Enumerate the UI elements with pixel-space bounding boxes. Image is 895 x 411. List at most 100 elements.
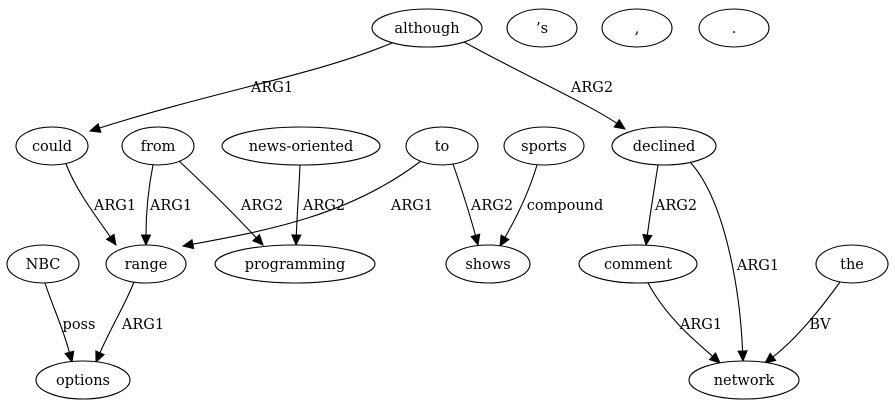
node-ellipse: [506, 8, 578, 48]
edge-range-to-options: ARG1: [95, 281, 164, 364]
node-label: although: [394, 21, 459, 37]
edge-although-to-could: ARG1: [88, 42, 393, 133]
node-ellipse: [15, 126, 89, 166]
node-options: options: [35, 360, 131, 400]
node-label: network: [714, 373, 775, 389]
arrowhead-icon: [291, 234, 302, 247]
node-programming: programming: [214, 244, 376, 284]
node-ellipse: [35, 360, 131, 400]
edge-line: [646, 164, 659, 236]
node-label: news-oriented: [249, 139, 354, 155]
edge-declined-to-network: ARG1: [689, 161, 779, 363]
node-label: from: [141, 139, 176, 155]
arrowhead-icon: [470, 233, 481, 247]
arrowhead-icon: [64, 350, 75, 364]
edge-line: [44, 282, 70, 353]
edge-label: ARG2: [654, 198, 697, 214]
node-range: range: [105, 244, 187, 284]
edge-from-to-range: ARG1: [140, 164, 192, 247]
edge-label: BV: [809, 317, 831, 333]
edge-NBC-to-options: poss: [44, 282, 96, 364]
node-label: declined: [633, 139, 695, 155]
edge-although-to-declined: ARG2: [463, 41, 627, 130]
edge-line: [295, 164, 301, 236]
edge-label: ARG1: [679, 317, 722, 333]
edge-label: ARG2: [570, 80, 613, 96]
edge-label: ARG1: [149, 198, 192, 214]
edge-label: ARG1: [121, 317, 164, 333]
node-although: although: [371, 8, 483, 48]
arrowhead-icon: [181, 238, 195, 250]
node-label: could: [32, 139, 72, 155]
edge-label: ARG1: [736, 258, 779, 274]
node-comment: comment: [578, 244, 698, 284]
edge-line: [504, 164, 538, 238]
node-network: network: [688, 360, 800, 400]
edge-line: [689, 161, 744, 352]
edge-line: [772, 281, 841, 358]
arrowhead-icon: [95, 350, 106, 364]
arrowhead-icon: [88, 122, 102, 133]
node-news_oriented: news-oriented: [221, 126, 381, 166]
node-comma: ,: [601, 8, 673, 48]
edge-line: [99, 281, 135, 354]
node-ellipse: [121, 126, 195, 166]
node-period: .: [698, 8, 770, 48]
node-label: range: [125, 257, 168, 273]
edge-label: ARG2: [240, 198, 283, 214]
edge-line: [463, 41, 618, 124]
arrowhead-icon: [708, 352, 721, 364]
edge-comment-to-network: ARG1: [647, 282, 722, 364]
arrowhead-icon: [499, 234, 510, 248]
edge-line: [99, 42, 393, 129]
edge-could-to-range: ARG1: [65, 163, 136, 246]
edge-line: [192, 160, 422, 245]
node-label: ,: [635, 21, 640, 37]
edge-label: ARG1: [250, 80, 293, 96]
node-ellipse: [578, 244, 698, 284]
node-declined: declined: [611, 126, 717, 166]
arrowhead-icon: [105, 233, 117, 246]
arrowhead-icon: [613, 118, 627, 130]
edge-label: ARG2: [302, 198, 345, 214]
node-s: ’s: [506, 8, 578, 48]
edge-label: poss: [63, 317, 96, 333]
node-ellipse: [601, 8, 673, 48]
node-label: sports: [521, 139, 567, 155]
edge-from-to-programming: ARG2: [178, 160, 283, 246]
edge-declined-to-comment: ARG2: [642, 164, 697, 247]
node-to: to: [405, 126, 479, 166]
edge-line: [452, 163, 476, 236]
edge-line: [178, 160, 257, 239]
node-ellipse: [503, 126, 585, 166]
node-ellipse: [105, 244, 187, 284]
arrowhead-icon: [764, 352, 777, 364]
edge-line: [145, 164, 154, 236]
node-the: the: [815, 244, 889, 284]
node-label: to: [435, 139, 450, 155]
node-label: programming: [245, 257, 346, 273]
edge-news_oriented-to-programming: ARG2: [291, 164, 345, 247]
node-label: options: [56, 373, 110, 389]
arrowhead-icon: [737, 350, 748, 363]
node-ellipse: [815, 244, 889, 284]
node-ellipse: [445, 244, 531, 284]
node-ellipse: [611, 126, 717, 166]
node-NBC: NBC: [6, 244, 80, 284]
node-ellipse: [371, 8, 483, 48]
edge-line: [647, 282, 713, 357]
node-shows: shows: [445, 244, 531, 284]
edge-label: ARG2: [470, 198, 513, 214]
node-ellipse: [6, 244, 80, 284]
node-ellipse: [688, 360, 800, 400]
edge-the-to-network: BV: [764, 281, 841, 364]
node-ellipse: [698, 8, 770, 48]
edge-label: ARG1: [93, 198, 136, 214]
arrowhead-icon: [251, 233, 264, 246]
arrowhead-icon: [642, 233, 653, 247]
node-label: shows: [465, 257, 510, 273]
node-label: NBC: [26, 257, 61, 273]
edge-sports-to-shows: compound: [499, 164, 603, 248]
